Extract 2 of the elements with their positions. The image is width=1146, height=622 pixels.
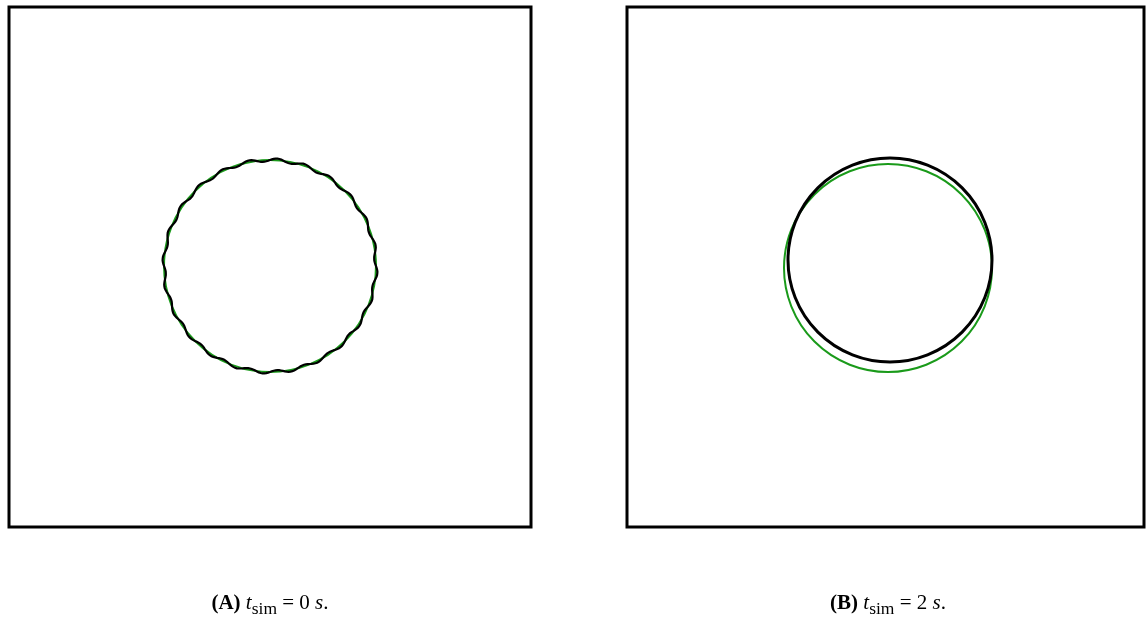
figure-caption: (B) t$_{sim}$ = 2 s. (830, 590, 946, 620)
figure-caption: (A) t$_{sim}$ = 0 s. (211, 590, 329, 620)
